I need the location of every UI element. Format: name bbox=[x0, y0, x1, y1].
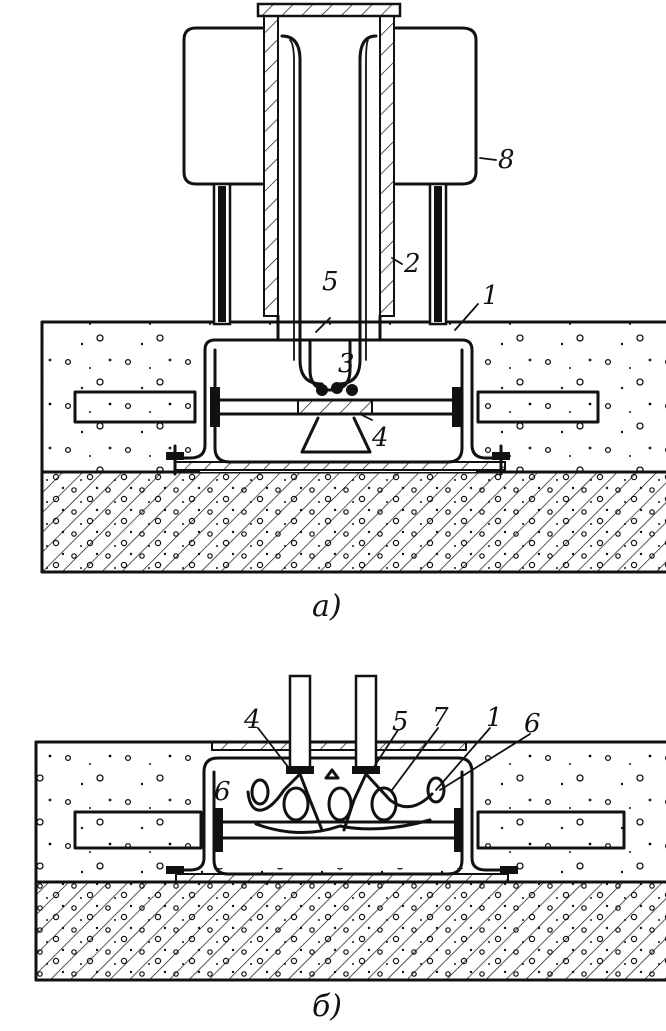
post-wall-right bbox=[379, 15, 395, 317]
caption-a: а) bbox=[312, 589, 342, 624]
anchor-bolt-left bbox=[166, 444, 184, 476]
splice-sleeve-4 bbox=[297, 399, 373, 415]
cable-loop-5 bbox=[308, 338, 352, 392]
label-1: 1 bbox=[482, 281, 499, 311]
socket-housing-right-8 bbox=[394, 26, 478, 186]
label-b-5: 5 bbox=[392, 707, 409, 737]
label-8: 8 bbox=[498, 145, 515, 175]
box-bottom-plate-b bbox=[175, 873, 509, 883]
junction-box-b bbox=[202, 756, 510, 872]
label-b-1: 1 bbox=[486, 703, 503, 733]
flange-right-b bbox=[454, 808, 463, 852]
label-2: 2 bbox=[403, 249, 421, 279]
cable-duct-right-b bbox=[476, 810, 626, 850]
cable-6-right bbox=[364, 772, 434, 809]
plug-post-left bbox=[288, 674, 312, 774]
label-b-6-left: 6 bbox=[214, 777, 231, 807]
cable-left bbox=[280, 34, 324, 386]
cable-right-2 bbox=[336, 34, 378, 386]
anchor-bolt-left-b bbox=[166, 866, 184, 874]
cable-duct-left-b bbox=[73, 810, 203, 850]
flange-left bbox=[210, 387, 220, 427]
cable-duct-right bbox=[476, 390, 600, 424]
socket-housing-left bbox=[182, 26, 264, 186]
junction-box-body bbox=[203, 338, 502, 460]
post-wall-left bbox=[263, 15, 279, 317]
label-5: 5 bbox=[322, 267, 339, 297]
figure-b: 4 5 7 1 6 6 б) bbox=[34, 674, 666, 1024]
figure-a: 8 2 1 5 3 4 а) bbox=[40, 2, 666, 624]
anchor-bolt-right-b bbox=[500, 866, 518, 874]
label-3: 3 bbox=[338, 349, 355, 379]
plug-post-right bbox=[354, 674, 378, 774]
box-bottom-plate bbox=[174, 461, 506, 471]
label-b-7: 7 bbox=[432, 703, 449, 733]
cable-duct-left bbox=[73, 390, 197, 424]
anchor-bolt-right bbox=[492, 444, 510, 476]
label-b-6-right: 6 bbox=[524, 709, 541, 739]
terminal-lugs bbox=[250, 768, 446, 822]
post-cap bbox=[256, 2, 402, 18]
connector-3 bbox=[316, 382, 358, 396]
cable-6-left bbox=[246, 772, 302, 812]
cover-plate-b bbox=[211, 741, 467, 751]
flange-left-b bbox=[214, 808, 223, 852]
caption-b: б) bbox=[312, 989, 342, 1024]
label-4: 4 bbox=[371, 423, 389, 453]
flange-right bbox=[452, 387, 462, 427]
label-b-4: 4 bbox=[243, 705, 261, 735]
